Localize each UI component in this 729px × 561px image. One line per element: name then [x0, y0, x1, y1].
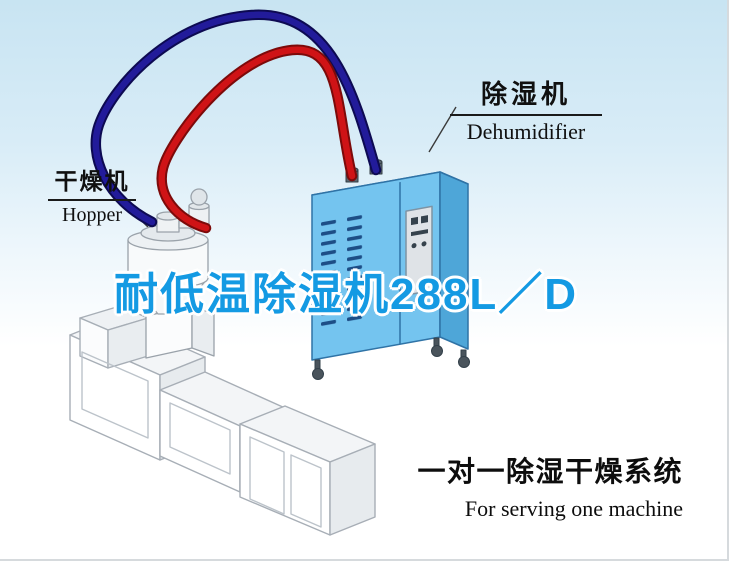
connecting-pipes [90, 9, 382, 234]
dehumidifier-label-en: Dehumidifier [466, 119, 586, 144]
cabinet-front-details [320, 182, 433, 345]
red-pipe [158, 46, 356, 232]
hopper-label-cn: 干燥机 [48, 162, 136, 201]
cabinet-side [439, 171, 469, 350]
caption-cn: 一对一除湿干燥系统 [417, 456, 683, 487]
panel-button [411, 216, 418, 226]
hopper-dryer [127, 188, 215, 359]
dehumidifier-label: 除湿机 Dehumidifier [450, 74, 602, 145]
panel-a [81, 351, 149, 439]
dehumidifier-cabinet [311, 159, 470, 380]
caption-en: For serving one machine [464, 496, 683, 521]
control-panel [405, 205, 433, 296]
panel-display [411, 229, 428, 237]
casters [312, 337, 470, 380]
door-c1 [249, 436, 285, 515]
pedestal-side [191, 305, 215, 357]
product-headline: 耐低温除湿机288L／D [114, 270, 579, 319]
hopper-body [127, 240, 209, 289]
dehumidifier-label-cn: 除湿机 [450, 74, 602, 116]
vent-grille [320, 211, 372, 331]
hopper-label-en: Hopper [62, 204, 122, 226]
door-c2 [290, 454, 322, 528]
hopper-label: 干燥机 Hopper [48, 162, 136, 227]
blue-pipe [92, 11, 380, 226]
panel-knob [421, 241, 427, 247]
loader-motor [190, 188, 208, 206]
panel-button [421, 215, 428, 224]
machine-block-c-side [329, 443, 376, 536]
panel-knob [411, 243, 417, 249]
extruder-machine [69, 305, 376, 536]
panel-b [169, 402, 231, 475]
system-caption: 一对一除湿干燥系统 For serving one machine [417, 450, 683, 522]
